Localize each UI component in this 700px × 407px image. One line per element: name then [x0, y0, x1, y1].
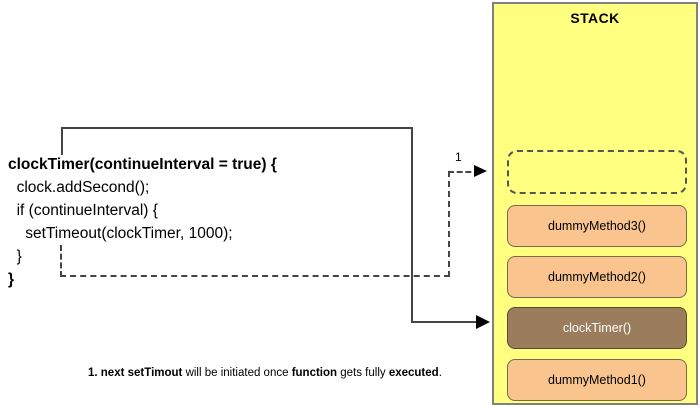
- dashed-connector-segment-vertical-left: [60, 245, 62, 277]
- code-line-close-if: }: [8, 248, 22, 265]
- footer-note-part-1: 1. next setTimout: [88, 367, 183, 379]
- stack-panel-title: STACK: [570, 10, 620, 26]
- footer-note-part-2: will be initiated once: [182, 367, 292, 379]
- solid-connector-segment-vertical-right: [411, 127, 413, 323]
- solid-connector-segment-horizontal-bottom: [411, 321, 483, 323]
- code-line-if-condition: if (continueInterval) {: [8, 202, 158, 219]
- dashed-connector-segment-horizontal-bottom: [60, 275, 450, 277]
- stack-frame-dummymethod1: dummyMethod1(): [507, 359, 687, 401]
- code-line-add-second: clock.addSecond();: [8, 179, 150, 196]
- stack-panel: STACK dummyMethod3() dummyMethod2() cloc…: [492, 2, 698, 405]
- code-line-set-timeout: setTimeout(clockTimer, 1000);: [8, 225, 233, 242]
- solid-connector-arrowhead-icon: [476, 315, 490, 329]
- footer-note-part-3: function: [291, 367, 338, 379]
- stack-frame-clocktimer: clockTimer(): [507, 307, 687, 349]
- stack-frame-empty-slot: [507, 150, 687, 194]
- code-line-close-function: }: [8, 271, 15, 288]
- stack-frame-dummymethod2: dummyMethod2(): [507, 256, 687, 298]
- footer-note: 1. next setTimout will be initiated once…: [88, 366, 442, 381]
- footer-note-part-5: executed: [388, 367, 439, 379]
- dashed-connector-arrowhead-icon: [474, 165, 487, 177]
- footer-note-part-6: .: [438, 367, 442, 379]
- step-label-1: 1: [455, 150, 462, 164]
- dashed-connector-segment-horizontal-top: [448, 171, 480, 173]
- solid-connector-segment-horizontal-top: [61, 127, 413, 129]
- stack-frame-dummymethod3: dummyMethod3(): [507, 205, 687, 247]
- footer-note-part-4: gets fully: [337, 367, 389, 379]
- code-block: clockTimer(continueInterval = true) { cl…: [8, 153, 428, 291]
- code-line-signature: clockTimer(continueInterval = true) {: [8, 156, 277, 173]
- solid-connector-segment-vertical-left: [61, 127, 63, 155]
- dashed-connector-segment-vertical-right: [448, 171, 450, 277]
